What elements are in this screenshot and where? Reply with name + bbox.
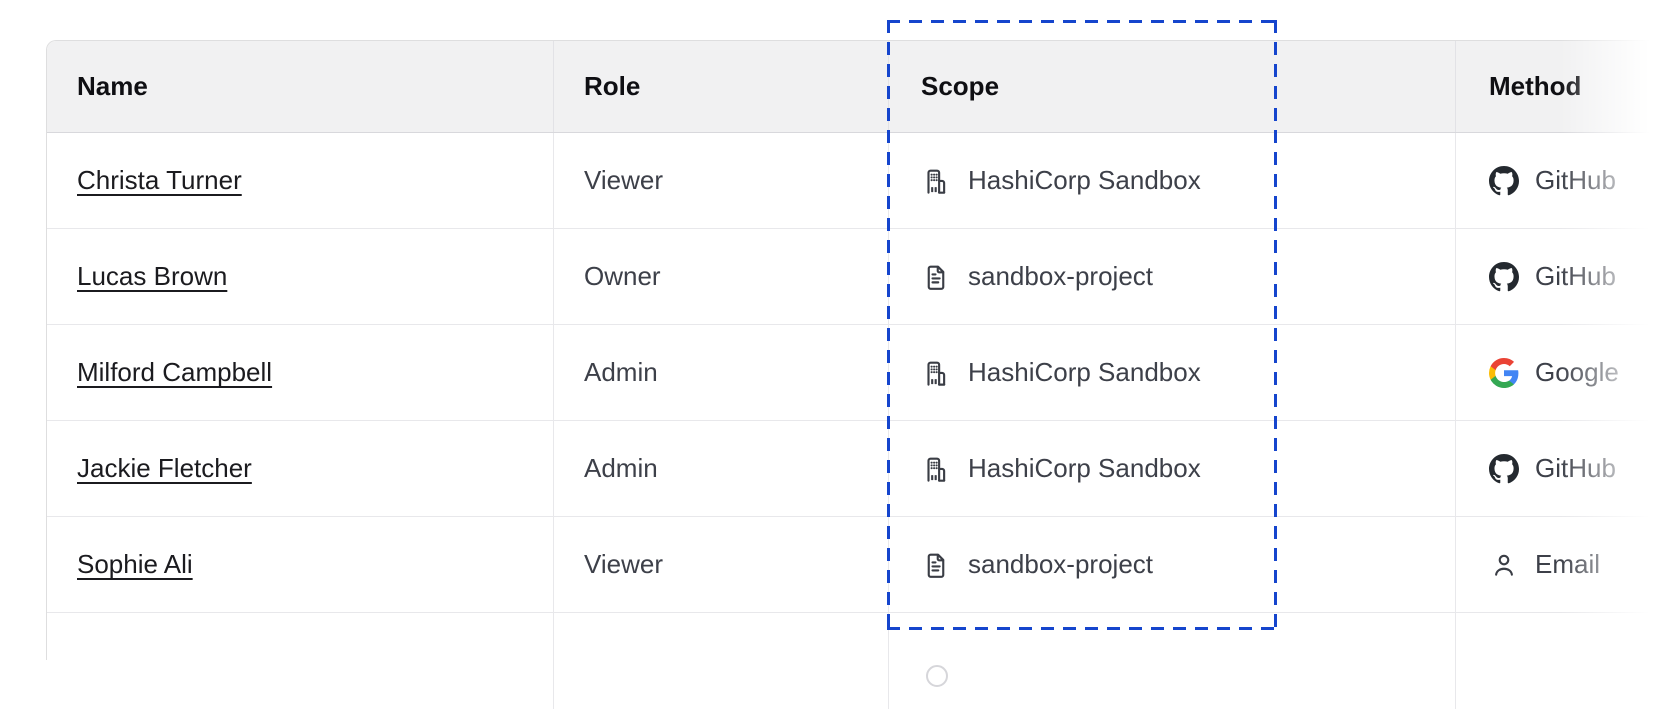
email-user-icon — [1489, 550, 1519, 580]
name-cell: Milford Campbell — [47, 325, 553, 420]
scope-cell: HashiCorp Sandbox — [888, 325, 1455, 420]
project-file-icon — [921, 262, 951, 292]
partial-scope-icon — [926, 664, 948, 687]
role-cell: Owner — [553, 229, 888, 324]
method-cell: GitHub — [1455, 133, 1672, 228]
method-cell: GitHub — [1455, 421, 1672, 516]
github-icon — [1489, 454, 1519, 484]
scope-label: HashiCorp Sandbox — [968, 453, 1201, 483]
name-cell — [47, 613, 553, 709]
table-row: Sophie Ali Viewer sandbox-project Email — [47, 517, 1672, 613]
project-file-icon — [921, 550, 951, 580]
table-row: Lucas Brown Owner sandbox-project GitHub — [47, 229, 1672, 325]
role-cell: Viewer — [553, 133, 888, 228]
google-icon — [1489, 358, 1519, 388]
name-cell: Jackie Fletcher — [47, 421, 553, 516]
method-label: GitHub — [1535, 261, 1616, 291]
method-label: Email — [1535, 549, 1601, 579]
member-name-link[interactable]: Jackie Fletcher — [77, 453, 252, 483]
member-name-link[interactable]: Milford Campbell — [77, 357, 273, 387]
column-header-role: Role — [553, 41, 888, 132]
scope-cell: sandbox-project — [888, 229, 1455, 324]
column-header-name: Name — [77, 71, 148, 101]
table-row: Jackie Fletcher Admin HashiCorp Sandbox … — [47, 421, 1672, 517]
member-name-link[interactable]: Lucas Brown — [77, 261, 228, 291]
scope-label: sandbox-project — [968, 261, 1153, 291]
github-icon — [1489, 166, 1519, 196]
method-label: GitHub — [1535, 165, 1616, 195]
members-table: Name Role Scope Method Christa Turner Vi… — [46, 40, 1672, 709]
role-cell: Admin — [553, 325, 888, 420]
org-building-icon — [921, 454, 951, 484]
org-building-icon — [921, 166, 951, 196]
scope-cell: HashiCorp Sandbox — [888, 133, 1455, 228]
name-cell: Sophie Ali — [47, 517, 553, 612]
table-row-partial — [47, 613, 1672, 709]
table-row: Christa Turner Viewer HashiCorp Sandbox … — [47, 133, 1672, 229]
name-cell: Christa Turner — [47, 133, 553, 228]
table-header-row: Name Role Scope Method — [47, 41, 1672, 133]
column-header-method: Method — [1455, 41, 1672, 132]
method-cell: Email — [1455, 517, 1672, 612]
role-cell — [553, 613, 888, 709]
name-cell: Lucas Brown — [47, 229, 553, 324]
scope-cell: HashiCorp Sandbox — [888, 421, 1455, 516]
column-header-scope: Scope — [888, 41, 1455, 132]
github-icon — [1489, 262, 1519, 292]
scope-cell: sandbox-project — [888, 517, 1455, 612]
method-cell: GitHub — [1455, 229, 1672, 324]
scope-label: HashiCorp Sandbox — [968, 165, 1201, 195]
member-name-link[interactable]: Christa Turner — [77, 165, 242, 195]
method-label: GitHub — [1535, 453, 1616, 483]
scope-label: sandbox-project — [968, 549, 1153, 579]
table-row: Milford Campbell Admin HashiCorp Sandbox… — [47, 325, 1672, 421]
scope-label: HashiCorp Sandbox — [968, 357, 1201, 387]
method-cell: Google — [1455, 325, 1672, 420]
method-cell — [1455, 613, 1672, 709]
role-cell: Viewer — [553, 517, 888, 612]
member-name-link[interactable]: Sophie Ali — [77, 549, 193, 579]
org-building-icon — [921, 358, 951, 388]
scope-cell — [888, 613, 1455, 709]
method-label: Google — [1535, 357, 1619, 387]
role-cell: Admin — [553, 421, 888, 516]
